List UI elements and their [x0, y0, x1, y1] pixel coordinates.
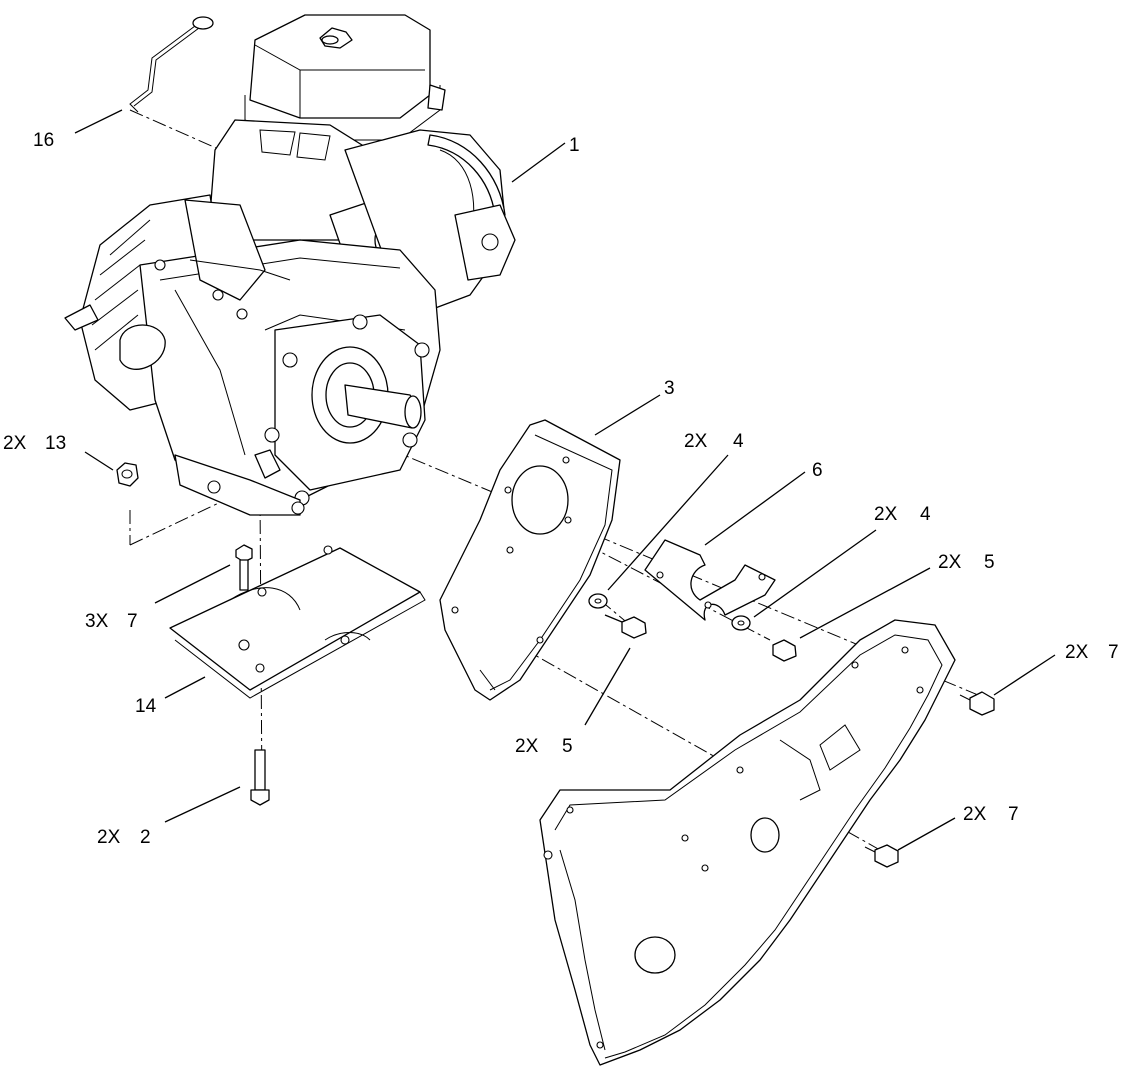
callout-5b-part: 5 [562, 736, 573, 757]
callout-13-part: 13 [45, 433, 66, 454]
base-plate-part [169, 545, 426, 699]
wire-clip-part [129, 16, 214, 113]
bolt-part [604, 614, 647, 639]
belt-cover-part [539, 619, 956, 1066]
bracket-part [644, 539, 776, 621]
washer-part [731, 615, 751, 631]
bolt-part [235, 544, 253, 591]
callout-16-part: 16 [33, 130, 54, 151]
flange-nut-part [116, 462, 139, 487]
callout-13-qty: 2X [3, 433, 27, 454]
callout-4a-part: 4 [733, 431, 744, 452]
washer-part [588, 593, 608, 609]
callout-14-part: 14 [135, 696, 157, 717]
callout-labels: 16 1 3 2X 4 6 2X 4 2X 5 2X 13 3X 7 14 2X… [3, 130, 1119, 848]
callout-7a-qty: 3X [85, 611, 109, 632]
callout-5a-part: 5 [984, 552, 995, 573]
callout-5b-qty: 2X [515, 736, 539, 757]
callout-7c-qty: 2X [963, 804, 987, 825]
long-bolt-part [250, 749, 270, 806]
callout-7b-qty: 2X [1065, 642, 1089, 663]
callout-6-part: 6 [812, 460, 823, 481]
callout-5a-qty: 2X [938, 552, 962, 573]
callout-7c-part: 7 [1008, 804, 1019, 825]
callout-2-part: 2 [140, 827, 151, 848]
callout-1-part: 1 [569, 135, 580, 156]
bolt-part [772, 639, 797, 662]
engine-assembly [64, 14, 516, 516]
callout-4b-part: 4 [920, 504, 931, 525]
leader-lines [74, 109, 1056, 851]
bolt-part [959, 691, 995, 716]
bolt-part [864, 844, 899, 868]
callout-7b-part: 7 [1108, 642, 1119, 663]
callout-2-qty: 2X [97, 827, 121, 848]
mounting-plate-part [439, 419, 621, 701]
callout-3-part: 3 [664, 378, 675, 399]
callout-7a-part: 7 [127, 611, 138, 632]
callout-4a-qty: 2X [684, 431, 708, 452]
callout-4b-qty: 2X [874, 504, 898, 525]
